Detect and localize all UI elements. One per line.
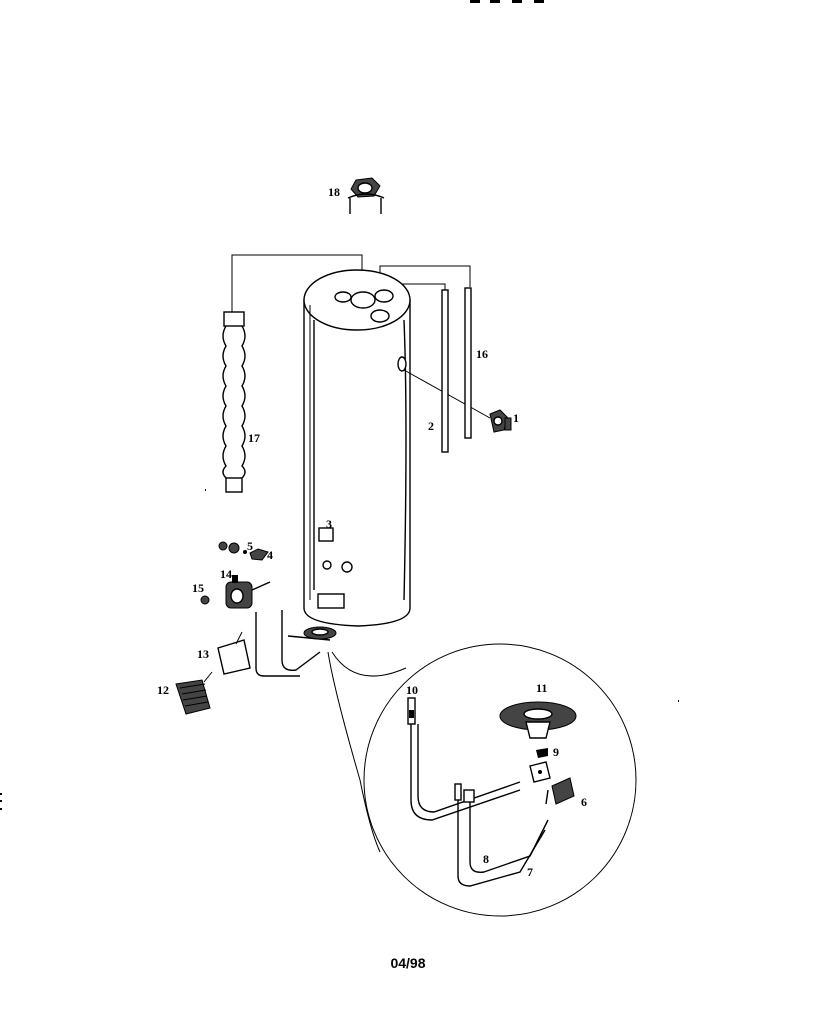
part-1-relief-valve — [489, 409, 512, 433]
label-18: 18 — [328, 185, 340, 199]
label-11: 11 — [536, 681, 547, 695]
detail-circle — [363, 643, 637, 917]
part-4-fitting — [249, 548, 269, 561]
part-14-gas-control — [225, 575, 271, 609]
label-4: 4 — [267, 548, 273, 562]
top-edge-marks — [470, 0, 544, 3]
part-labels: 18 16 17 2 1 3 5 4 14 15 13 12 10 11 9 6… — [157, 185, 587, 879]
label-16: 16 — [476, 347, 488, 361]
zoom-connectors — [327, 651, 407, 853]
label-1: 1 — [513, 411, 519, 425]
scan-marks — [0, 489, 679, 810]
part-8-pilot-tube — [454, 783, 546, 887]
part-2-dip-tube — [441, 289, 449, 453]
part-11-burner — [499, 701, 577, 739]
part-6-bracket — [529, 761, 575, 805]
burner-assembly-small — [255, 610, 337, 677]
label-14: 14 — [220, 567, 232, 581]
part-16-anode-rod — [464, 287, 472, 439]
part-18-fitting — [347, 177, 385, 214]
water-heater-tank — [303, 269, 491, 627]
part-10-thermocouple-tip — [407, 697, 521, 821]
label-5: 5 — [247, 539, 253, 553]
part-9-orifice — [536, 748, 548, 758]
label-9: 9 — [553, 745, 559, 759]
part-12-outer-door — [175, 671, 213, 715]
part-7-thermocouple-lead — [463, 789, 549, 873]
part-5-nut — [218, 541, 247, 554]
part-17-flex-connector — [222, 311, 246, 493]
part-15-knob — [200, 595, 210, 605]
label-8: 8 — [483, 852, 489, 866]
label-2: 2 — [428, 419, 434, 433]
label-6: 6 — [581, 795, 587, 809]
part-13-inner-door — [217, 631, 251, 675]
label-17: 17 — [248, 431, 260, 445]
label-3: 3 — [326, 517, 332, 531]
date-code: 04/98 — [390, 955, 426, 971]
label-13: 13 — [197, 647, 209, 661]
label-12: 12 — [157, 683, 169, 697]
label-10: 10 — [406, 683, 418, 697]
label-7: 7 — [527, 865, 533, 879]
label-15: 15 — [192, 581, 204, 595]
